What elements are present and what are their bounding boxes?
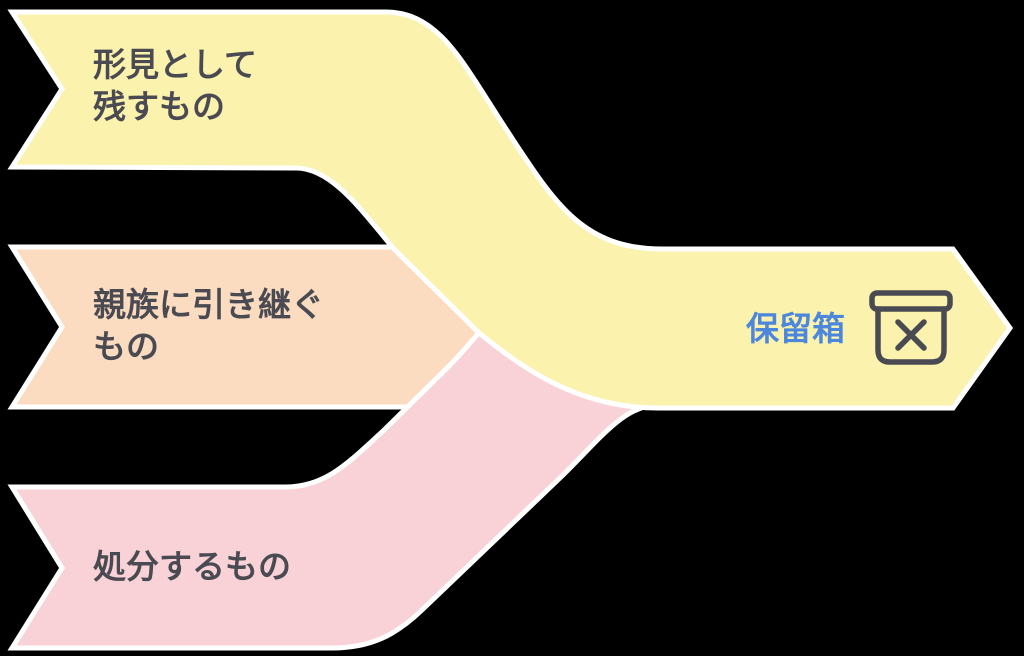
holding-box-label[interactable]: 保留箱 <box>746 309 845 348</box>
ribbon-keep-as-memento <box>7 9 1014 411</box>
storage-box-x-icon[interactable] <box>868 289 954 366</box>
ribbon-label-keep: 形見として 残すもの <box>93 45 258 126</box>
x-mark <box>895 319 927 351</box>
box-body <box>875 306 947 365</box>
box-lid <box>869 290 953 312</box>
ribbon-label-dispose: 処分するもの <box>93 547 291 586</box>
ribbon-label-inherit: 親族に引き継ぐ もの <box>93 285 324 366</box>
